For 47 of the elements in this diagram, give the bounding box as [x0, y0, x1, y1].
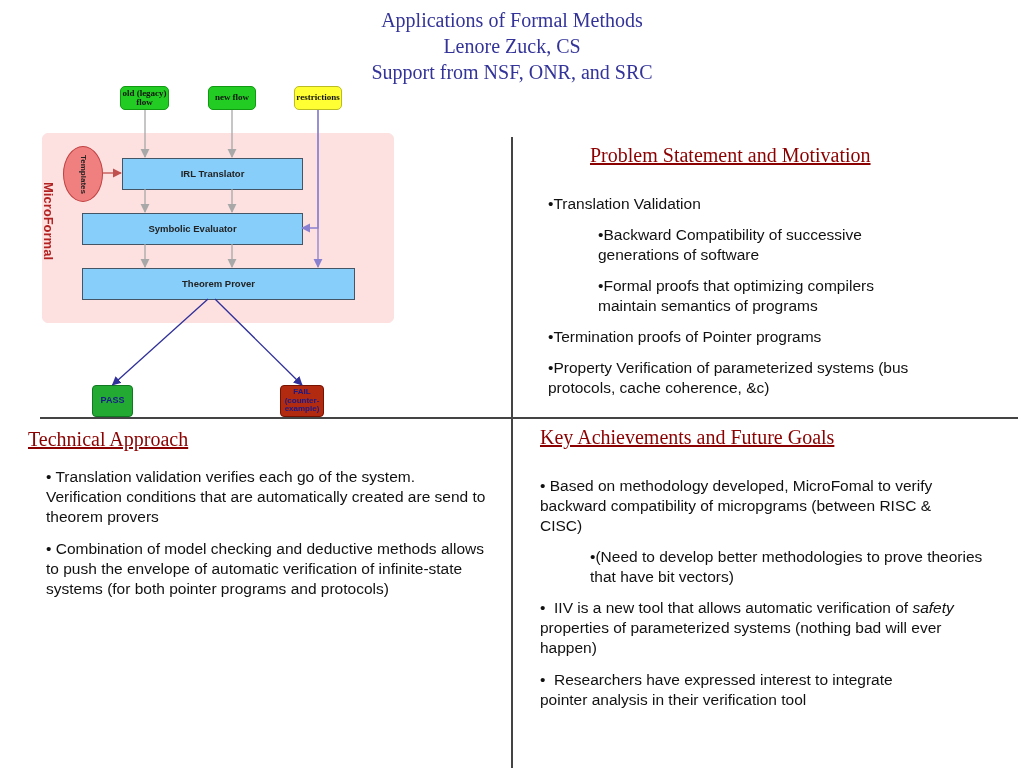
section-heading: Problem Statement and Motivation	[590, 144, 871, 167]
process-box	[82, 268, 355, 300]
process-box	[82, 213, 303, 245]
bullet-text: •(Need to develop better methodologies to prove theories that have bit vectors)	[590, 547, 984, 587]
node-label: FAIL	[293, 388, 311, 397]
arrow	[214, 298, 303, 386]
arrow	[140, 243, 150, 268]
arrow	[227, 188, 237, 213]
result-box	[92, 385, 133, 417]
process-ellipse	[63, 146, 103, 202]
input-box	[294, 86, 342, 110]
bullet-text: •Termination proofs of Pointer programs	[548, 327, 823, 347]
node-label: restrictions	[296, 93, 340, 103]
node-label: (counter-example)	[283, 396, 321, 414]
node-label: old (legacy) flow	[121, 88, 168, 108]
subtitle: Support from NSF, ONR, and SRC	[370, 60, 654, 84]
arrow	[140, 109, 150, 158]
bullet-text: •Translation Validation	[548, 194, 702, 214]
bullet-text: • Translation validation verifies each go of the system. Verification conditions that are automatically created are send to theorem provers	[46, 467, 486, 527]
bullet-text: •Property Verification of parameterized systems (bus protocols, cache coherence, &c)	[548, 358, 910, 398]
input-box	[208, 86, 256, 110]
arrow	[101, 168, 122, 178]
bullet-text: • Combination of model checking and deductive methods allows to push the envelope of automatic verification of infinite-state systems (for both pointer programs and protocols)	[46, 539, 485, 599]
arrow	[313, 109, 323, 268]
node-label: Theorem Prover	[182, 279, 255, 289]
node-label: Symbolic Evaluator	[148, 224, 237, 234]
title: Applications of Formal Methods	[380, 8, 644, 32]
arrow	[227, 243, 237, 268]
bullet-text: • Based on methodology developed, MicroFomal to verify backward compatibility of micropgrams (between RISC & CISC)	[540, 476, 934, 536]
section-heading: Key Achievements and Future Goals	[540, 426, 835, 449]
arrow	[140, 188, 150, 213]
node-label: PASS	[100, 396, 125, 406]
node-label: new flow	[214, 93, 250, 103]
group-band	[42, 133, 394, 323]
arrow	[111, 298, 209, 386]
result-box	[280, 385, 324, 417]
node-label: IRL Translator	[180, 169, 245, 179]
process-box	[122, 158, 303, 190]
bullet-text: •Backward Compatibility of successive generations of software	[598, 225, 863, 265]
bullet-text: • IIV is a new tool that allows automatic verification of safety properties of parameterized systems (nothing bad will ever happen)	[540, 598, 956, 658]
bullet-text: • Researchers have expressed interest to integrate pointer analysis in their verification tool	[540, 670, 894, 710]
subtitle: Lenore Zuck, CS	[442, 34, 582, 58]
section-heading: Technical Approach	[28, 428, 189, 451]
arrow	[227, 109, 237, 158]
bullet-text: •Formal proofs that optimizing compilers maintain semantics of programs	[598, 276, 875, 316]
group-title: MicroFormal	[41, 182, 55, 260]
node-label: Templates	[78, 154, 88, 194]
